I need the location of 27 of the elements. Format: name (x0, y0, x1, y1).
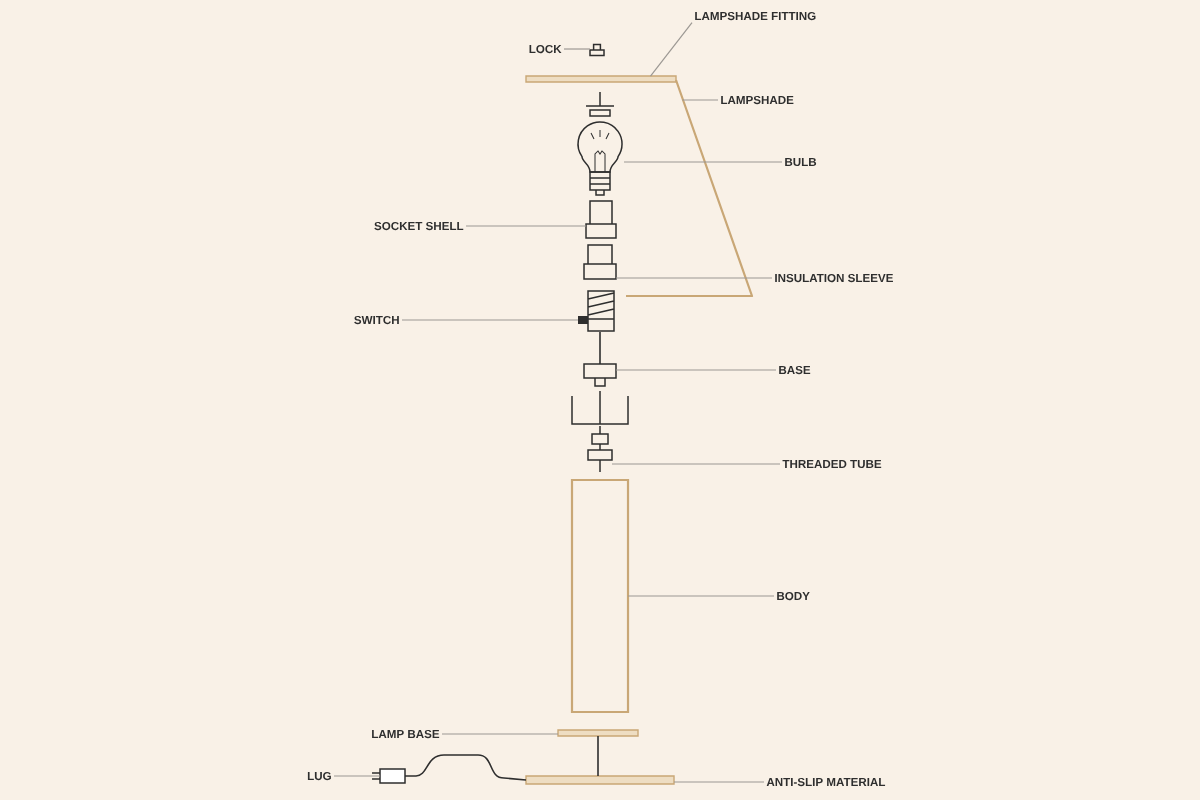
socket-drawing (585, 200, 617, 239)
leader-line (401, 319, 579, 321)
leader-line (563, 48, 591, 50)
lampshade-ring (525, 75, 677, 83)
leader-line (333, 775, 381, 777)
leader-line (611, 463, 781, 465)
leader-line (615, 369, 777, 371)
base-drawing (583, 363, 617, 387)
sleeve-drawing (583, 244, 617, 280)
switch-drawing (578, 290, 615, 332)
leader-line (441, 733, 559, 735)
plug-drawing (371, 768, 406, 784)
bulb-drawing (577, 121, 623, 196)
cable-line (404, 754, 527, 781)
leader-line (627, 595, 775, 597)
leader-line (623, 161, 783, 163)
leader-line (649, 21, 693, 77)
stem-line (597, 735, 599, 777)
axis-line (599, 331, 601, 365)
leader-line (673, 781, 765, 783)
lock-drawing (589, 43, 605, 57)
threaded-tube-drawing (587, 425, 613, 473)
leader-line (681, 99, 719, 101)
leader-line (465, 225, 587, 227)
lamp-body (570, 478, 630, 714)
anti-slip-pad (525, 775, 675, 785)
base-plate (557, 729, 639, 737)
